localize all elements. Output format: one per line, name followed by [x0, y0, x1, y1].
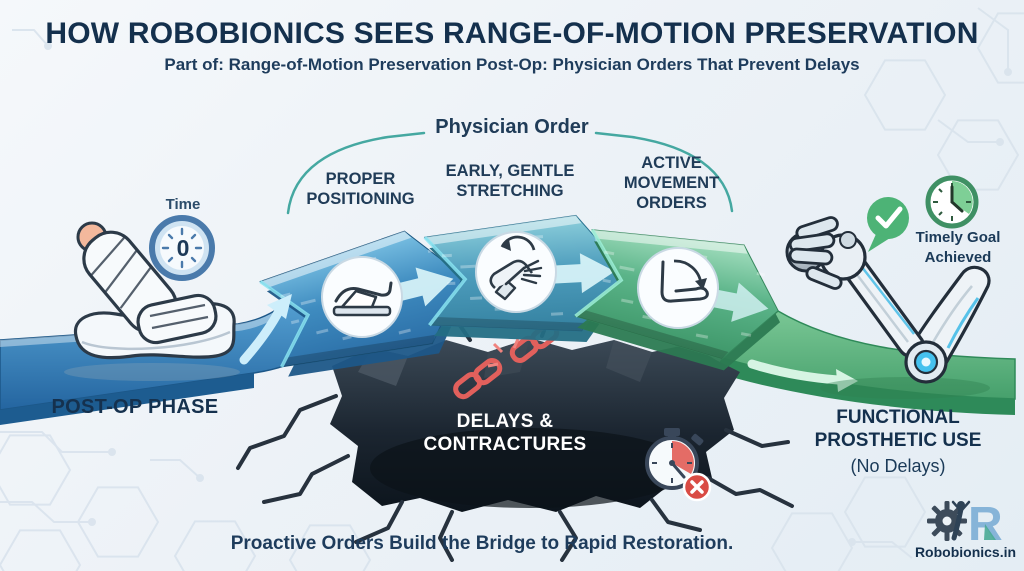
bandaged-foot-illustration	[64, 221, 240, 381]
bridge-segment-2	[423, 212, 633, 350]
step-label-early-gentle-stretching: EARLY, GENTLE STRETCHING	[445, 162, 575, 201]
footer-tagline: Proactive Orders Build the Bridge to Rap…	[230, 533, 734, 554]
post-op-phase-label: POST-OP PHASE	[51, 396, 219, 418]
timely-goal-label: Timely Goal Achieved	[915, 229, 1001, 266]
stopwatch-alert-icon	[645, 428, 712, 502]
brand-name: Robobionics.in	[914, 544, 1017, 560]
time-value: 0	[176, 235, 190, 261]
checkmark-bubble-icon	[867, 197, 909, 252]
time-label: Time	[165, 196, 201, 213]
background-decor	[0, 7, 1024, 571]
elevated-limb-icon	[321, 256, 403, 338]
page-title: HOW ROBOBIONICS SEES RANGE-OF-MOTION PRE…	[45, 17, 979, 50]
time-zero-clock-icon	[149, 215, 215, 281]
brand-logo-icon: R	[927, 498, 1003, 551]
goal-clock-icon	[925, 175, 979, 229]
broken-chain-icon	[453, 322, 560, 400]
elbow-flexion-icon	[637, 247, 719, 329]
page-subtitle: Part of: Range-of-Motion Preservation Po…	[164, 55, 860, 74]
step-label-active-movement-orders: ACTIVE MOVEMENT ORDERS	[623, 154, 720, 213]
stretching-hands-icon	[475, 231, 557, 313]
step-label-proper-positioning: PROPER POSITIONING	[306, 170, 415, 209]
bridge-segment-3	[572, 215, 792, 380]
no-delays-note: (No Delays)	[850, 456, 946, 476]
goal-platform	[714, 310, 1016, 415]
delays-contractures-label: DELAYS & CONTRACTURES	[423, 411, 587, 455]
momentum-arrow-icon	[239, 294, 292, 365]
bridge-segment-1	[256, 219, 484, 391]
physician-order-label: Physician Order	[435, 116, 589, 138]
physician-order-bracket	[286, 131, 734, 215]
functional-prosthetic-use-label: FUNCTIONAL PROSTHETIC USE	[814, 407, 982, 451]
prosthetic-arm-icon	[785, 216, 991, 399]
